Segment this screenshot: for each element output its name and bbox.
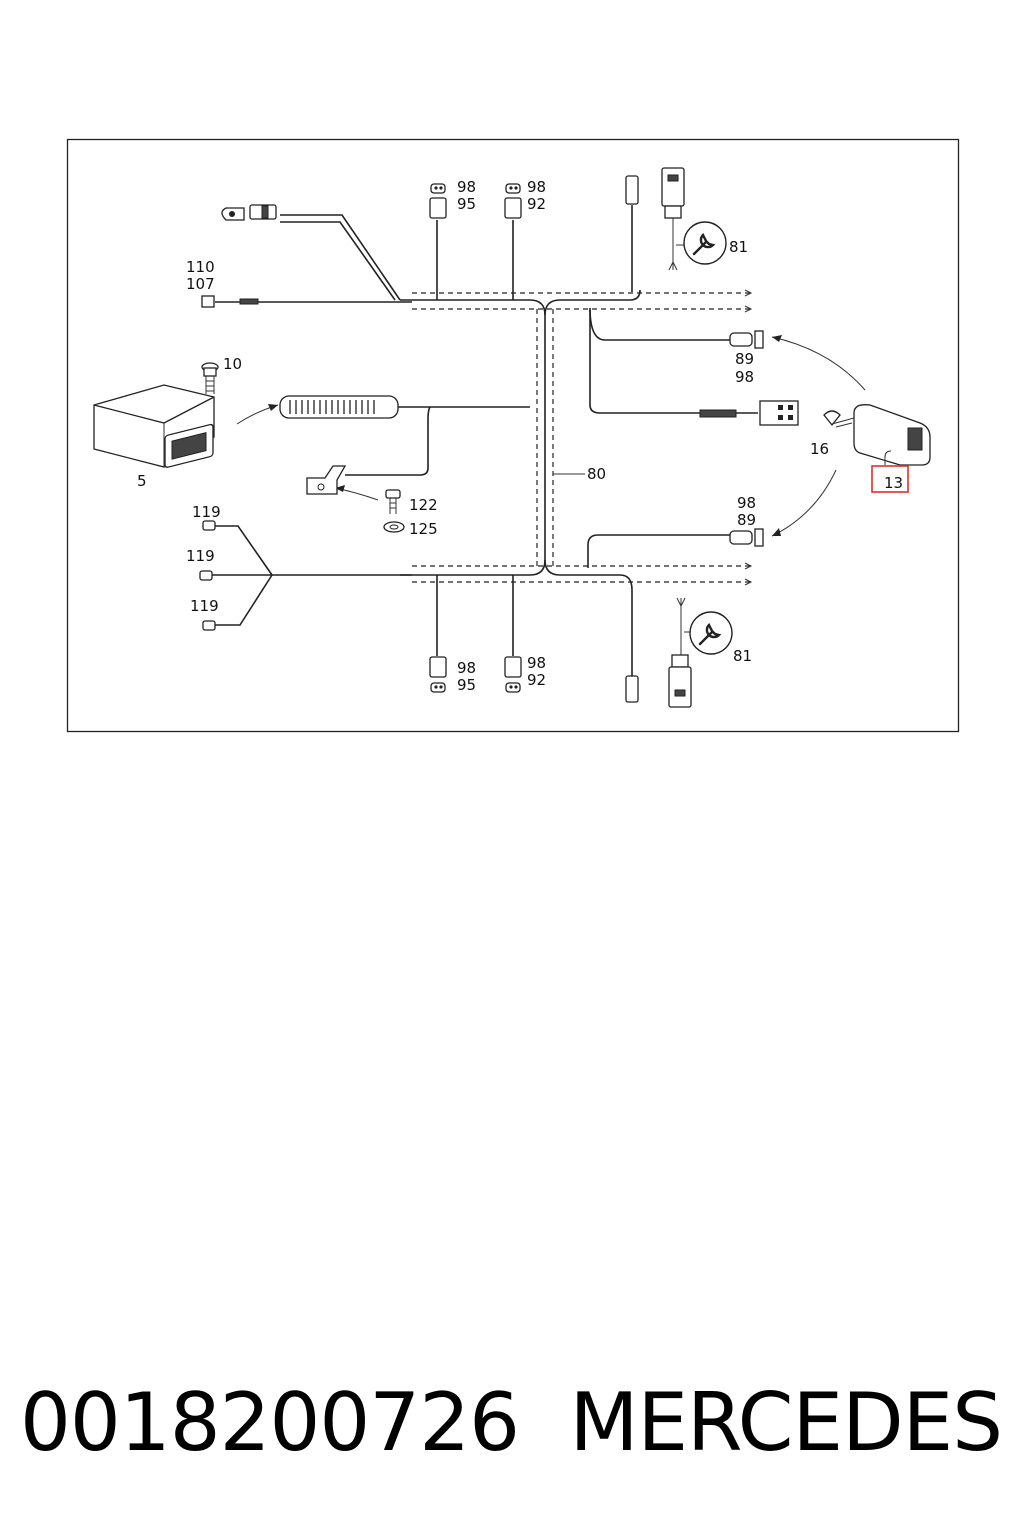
- multi-pin-connector: [279, 395, 530, 476]
- bolt-10: [201, 362, 219, 394]
- label-95: 95: [457, 676, 476, 694]
- top-connector-98-92: [504, 183, 522, 300]
- sensor-module-13: [853, 404, 931, 466]
- label-16: 16: [810, 440, 829, 458]
- label-125: 125: [409, 520, 438, 538]
- washer-125: [383, 521, 405, 533]
- label-10: 10: [223, 355, 242, 373]
- label-98: 98: [457, 659, 476, 677]
- connector-98-89: [587, 528, 764, 568]
- label-95: 95: [457, 195, 476, 213]
- bottom-sensor-81: [668, 597, 705, 708]
- label-119: 119: [186, 547, 215, 565]
- top-left-branch: [221, 204, 401, 301]
- screw-16: [823, 410, 855, 428]
- wrench-icon: [689, 611, 733, 655]
- label-119: 119: [190, 597, 219, 615]
- highlight-box-13: [871, 465, 909, 493]
- wiring-harness-diagram: 98 95 98 92 81 110 107 10 89 98 5 16 13 …: [66, 138, 960, 733]
- top-sensor-81: [661, 167, 700, 271]
- bottom-connector-98-92: [504, 575, 522, 693]
- label-107: 107: [186, 275, 215, 293]
- control-unit-5: [93, 384, 215, 468]
- ground-lug: [306, 465, 347, 495]
- bottom-left-119-branches: [199, 520, 412, 631]
- label-98: 98: [457, 178, 476, 196]
- bolt-122: [385, 489, 401, 514]
- connector-89-98: [589, 307, 764, 349]
- top-vertical-plug: [625, 175, 639, 292]
- diagram-frame: [66, 138, 960, 733]
- label-119: 119: [192, 503, 221, 521]
- label-89: 89: [737, 511, 756, 529]
- square-plug: [589, 310, 799, 426]
- arrow-curves: [236, 335, 866, 537]
- part-number: 0018200726: [20, 1376, 520, 1469]
- label-92: 92: [527, 195, 546, 213]
- bottom-connector-98-95: [429, 575, 447, 693]
- brand-name: MERCEDES: [569, 1376, 1003, 1469]
- label-81: 81: [729, 238, 748, 256]
- label-80: 80: [587, 465, 606, 483]
- label-122: 122: [409, 496, 438, 514]
- label-5: 5: [137, 472, 147, 490]
- label-98: 98: [527, 178, 546, 196]
- bottom-vertical-plug: [625, 590, 639, 703]
- label-110: 110: [186, 258, 215, 276]
- connector-110-107: [201, 295, 412, 308]
- label-13: 13: [884, 474, 903, 492]
- top-connector-98-95: [429, 183, 447, 300]
- label-92: 92: [527, 671, 546, 689]
- label-98: 98: [527, 654, 546, 672]
- label-89: 89: [735, 350, 754, 368]
- footer: 0018200726 MERCEDES: [0, 1368, 1024, 1478]
- label-81: 81: [733, 647, 752, 665]
- main-harness-trunk: [400, 289, 753, 591]
- wrench-icon: [683, 221, 727, 265]
- label-98: 98: [737, 494, 756, 512]
- label-98: 98: [735, 368, 754, 386]
